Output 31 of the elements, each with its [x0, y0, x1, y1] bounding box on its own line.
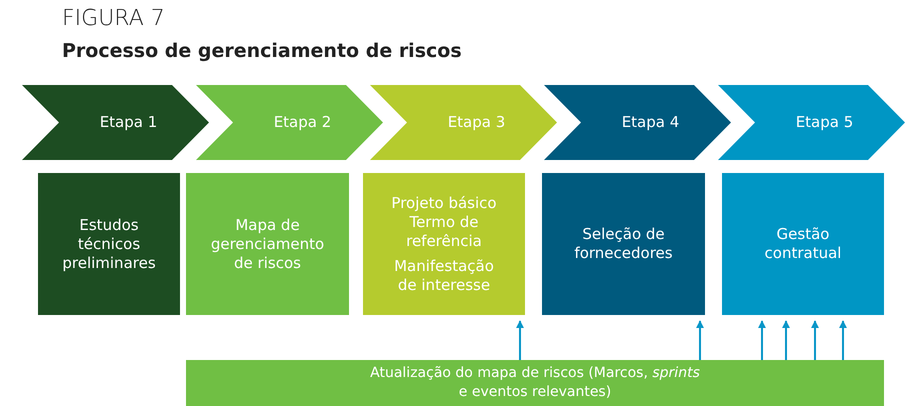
step-label: Etapa 5: [796, 113, 854, 132]
arrow: [839, 320, 847, 360]
stage-box: [38, 173, 180, 315]
bar-text: Atualização do mapa de riscos (Marcos, sprints e eventos relevantes): [369, 364, 701, 402]
step-label: Etapa 1: [100, 113, 158, 132]
step-banner: [370, 85, 557, 160]
update-bar: [186, 360, 884, 406]
stage-text: Projeto básico Termo de referência: [390, 194, 498, 250]
stage-box: [186, 173, 349, 315]
figure-title: Processo de gerenciamento de riscos: [62, 40, 462, 62]
arrow: [758, 320, 766, 360]
step-label: Etapa 4: [622, 113, 680, 132]
stage-text: Seleção de fornecedores: [573, 225, 674, 263]
step-banner: [22, 85, 209, 160]
stage-text: Mapa de gerenciamento de riscos: [210, 216, 326, 272]
stage-text: Manifestação de interesse: [393, 256, 495, 294]
arrow: [696, 320, 704, 360]
arrow: [782, 320, 790, 360]
stage-text: Gestão contratual: [764, 225, 842, 263]
step-label: Etapa 2: [274, 113, 332, 132]
stage-text: Estudos técnicos preliminares: [61, 216, 157, 272]
step-banner: [196, 85, 383, 160]
arrow: [516, 320, 524, 360]
step-label: Etapa 3: [448, 113, 506, 132]
step-banner: [544, 85, 731, 160]
stage-box: [363, 173, 525, 315]
stage-box: [722, 173, 884, 315]
step-banner: [718, 85, 905, 160]
arrow: [811, 320, 819, 360]
stage-box: [542, 173, 705, 315]
figure-number: FIGURA 7: [62, 6, 165, 31]
